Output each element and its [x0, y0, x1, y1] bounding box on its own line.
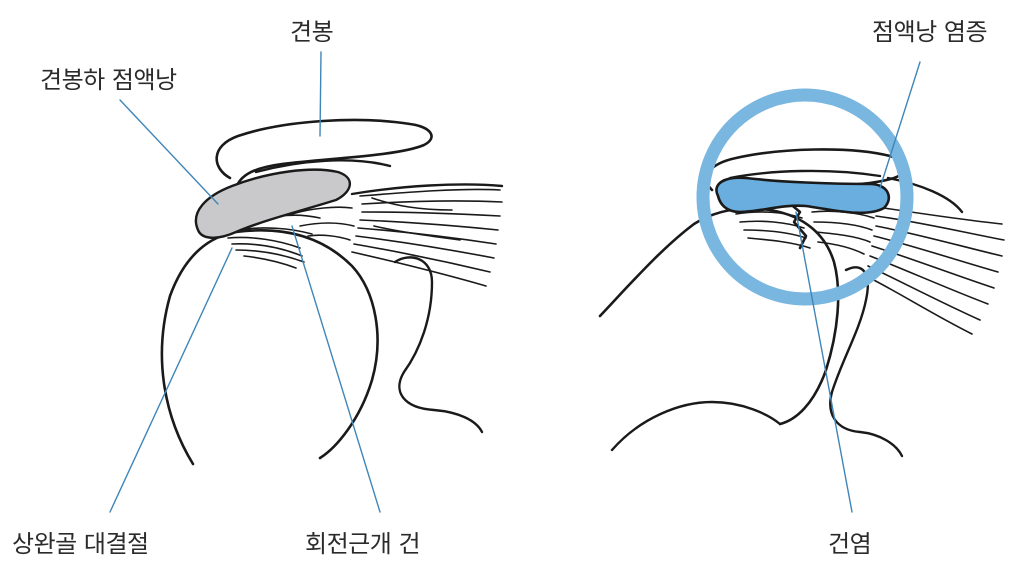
label-acromion: 견봉 [290, 12, 333, 47]
leader-rotator-cuff [292, 226, 380, 512]
label-rotator-cuff-tendon: 회전근개 건 [305, 524, 420, 559]
leader-acromion [320, 52, 321, 136]
label-subacromial-bursa: 견봉하 점액낭 [40, 60, 177, 95]
inflamed-bursa [716, 178, 888, 213]
label-bursitis: 점액낭 염증 [872, 12, 987, 47]
leader-greater-tuberosity [110, 248, 232, 512]
label-greater-tuberosity: 상완골 대결절 [12, 524, 149, 559]
humeral-head-outline [162, 230, 378, 464]
label-tendinitis: 건염 [828, 524, 871, 559]
leader-subacromial-bursa [120, 100, 218, 204]
